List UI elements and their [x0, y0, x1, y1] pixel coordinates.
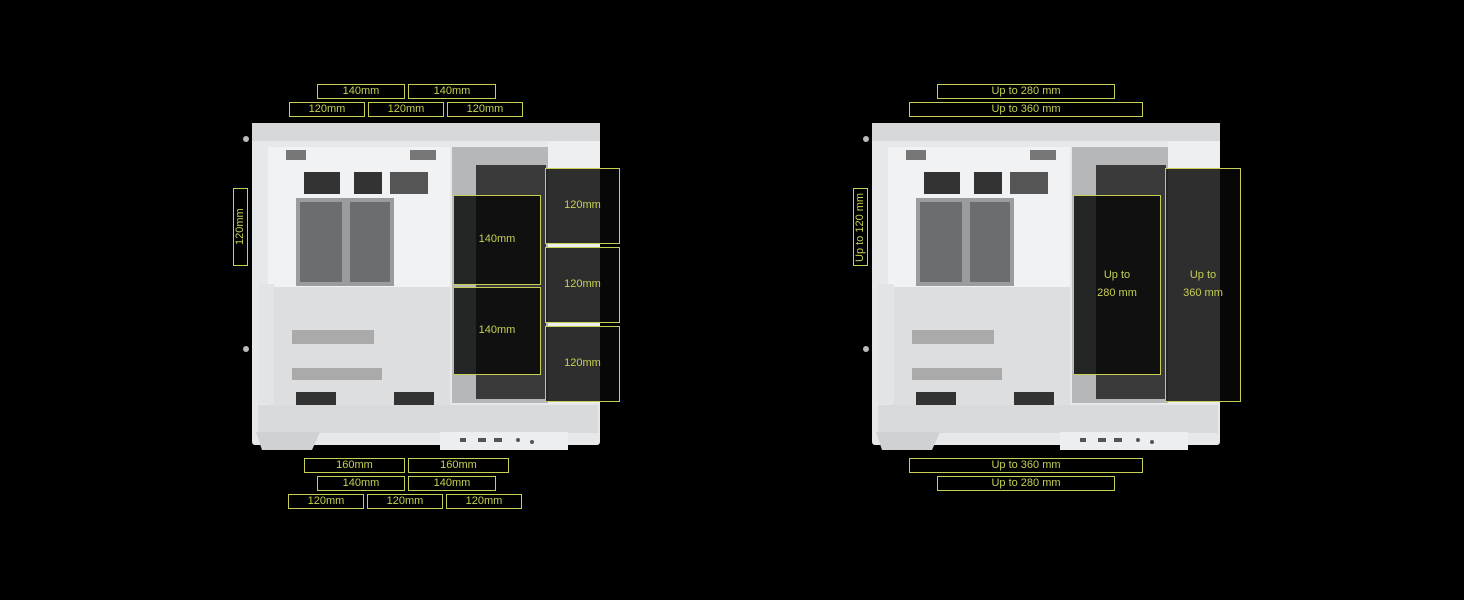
side-fan-zone: 120mm — [545, 168, 620, 244]
bottom-fan-120mm-label: 120mm — [446, 494, 522, 509]
side-radiator-line1: Up to — [1189, 269, 1217, 282]
top-fan-120mm-label: 120mm — [289, 102, 365, 117]
bottom-fan-120mm-label: 120mm — [288, 494, 364, 509]
mid-radiator-line2: 280 mm — [1097, 287, 1137, 299]
bottom-fan-120mm-label: 120mm — [367, 494, 443, 509]
top-radiator-360-label: Up to 360 mm — [909, 102, 1143, 117]
side-radiator-line2: 360 mm — [1183, 287, 1223, 299]
bottom-fan-160mm-label: 160mm — [408, 458, 509, 473]
bottom-fan-140mm-label: 140mm — [408, 476, 496, 491]
mid-radiator-line1: Up to — [1103, 269, 1131, 282]
mid-fan-zone: 140mm — [453, 287, 541, 375]
right-panel: Up to 280 mm Up to 360 mm Up to 120 mm U… — [620, 0, 1352, 600]
left-panel: 140mm 140mm 120mm 120mm 120mm 120mm 140m… — [233, 84, 620, 509]
mid-radiator-zone: Up to 280 mm — [1073, 195, 1161, 375]
bottom-radiator-280-label: Up to 280 mm — [937, 476, 1115, 491]
top-fan-120mm-label: 120mm — [447, 102, 523, 117]
side-fan-zone: 120mm — [545, 326, 620, 402]
rear-fan-label: 120mm — [233, 188, 248, 266]
bottom-radiator-360-label: Up to 360 mm — [909, 458, 1143, 473]
side-fan-zone: 120mm — [545, 247, 620, 323]
bottom-fan-160mm-label: 160mm — [304, 458, 405, 473]
top-fan-140mm-label: 140mm — [408, 84, 496, 99]
bottom-fan-140mm-label: 140mm — [317, 476, 405, 491]
top-fan-120mm-label: 120mm — [368, 102, 444, 117]
rear-radiator-label: Up to 120 mm — [853, 188, 868, 266]
top-fan-140mm-label: 140mm — [317, 84, 405, 99]
side-radiator-zone: Up to 360 mm — [1165, 168, 1241, 402]
mid-fan-zone: 140mm — [453, 195, 541, 285]
top-radiator-280-label: Up to 280 mm — [937, 84, 1115, 99]
